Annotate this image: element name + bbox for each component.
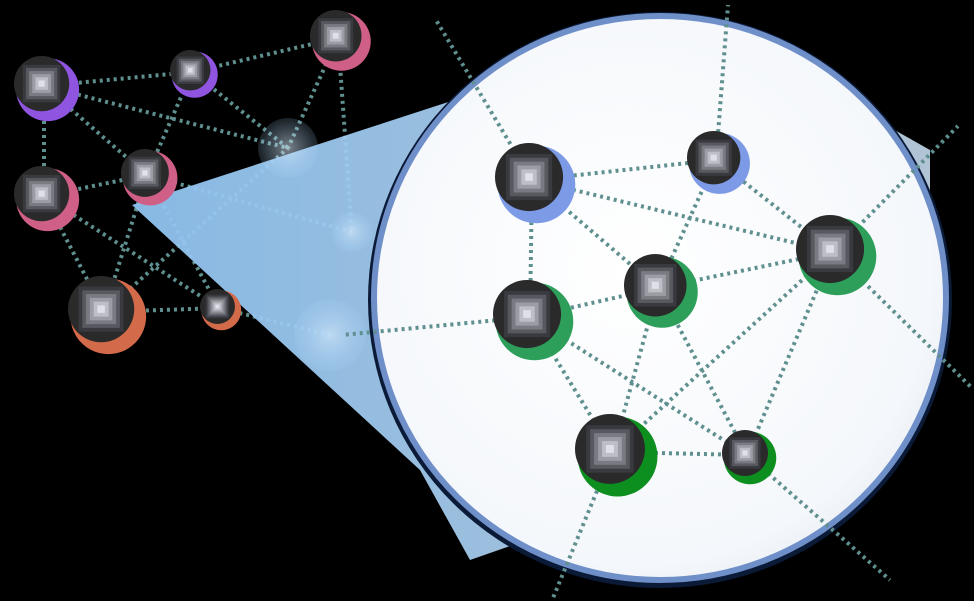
node-highlight	[742, 450, 748, 456]
faded-node	[294, 299, 366, 371]
node-highlight	[826, 245, 834, 253]
node-highlight	[215, 304, 220, 309]
overview-network-nodes	[13, 9, 371, 355]
overview-edge	[43, 84, 289, 150]
faded-node	[258, 118, 318, 178]
node-highlight	[525, 173, 533, 181]
node-highlight	[651, 281, 659, 289]
magnified-edge	[531, 178, 834, 254]
magnified-node-m1	[494, 143, 576, 224]
magnified-node-m2	[687, 131, 750, 194]
node-highlight	[710, 154, 717, 161]
magnified-edge	[611, 250, 835, 454]
overview-node-n4	[13, 166, 80, 232]
overview-edge	[145, 174, 221, 309]
outgoing-edge	[551, 451, 615, 599]
magnified-node-m7	[722, 430, 777, 485]
node-highlight	[38, 80, 45, 87]
faded-node	[332, 212, 372, 252]
magnified-node-m6	[575, 414, 658, 497]
node-highlight	[187, 67, 193, 73]
outgoing-edge	[831, 250, 974, 390]
overview-node-n5	[121, 149, 178, 206]
overview-node-n2	[170, 50, 218, 98]
overview-node-n7	[200, 289, 242, 331]
node-highlight	[332, 32, 339, 39]
node-highlight	[606, 445, 614, 453]
magnified-network-nodes	[492, 131, 877, 497]
magnified-node-m5	[624, 254, 698, 328]
node-highlight	[97, 305, 105, 313]
overview-edge	[103, 306, 220, 314]
magnified-node-m4	[492, 280, 574, 361]
overview-node-n3	[310, 9, 371, 71]
magnified-node-m3	[796, 215, 877, 296]
node-highlight	[38, 190, 45, 197]
outgoing-edge	[714, 4, 730, 161]
node-highlight	[142, 170, 148, 176]
node-highlight	[523, 310, 531, 318]
magnified-edge	[528, 315, 615, 454]
overview-node-n1	[13, 56, 80, 122]
overview-node-n6	[68, 276, 147, 355]
outgoing-edge	[434, 18, 534, 182]
